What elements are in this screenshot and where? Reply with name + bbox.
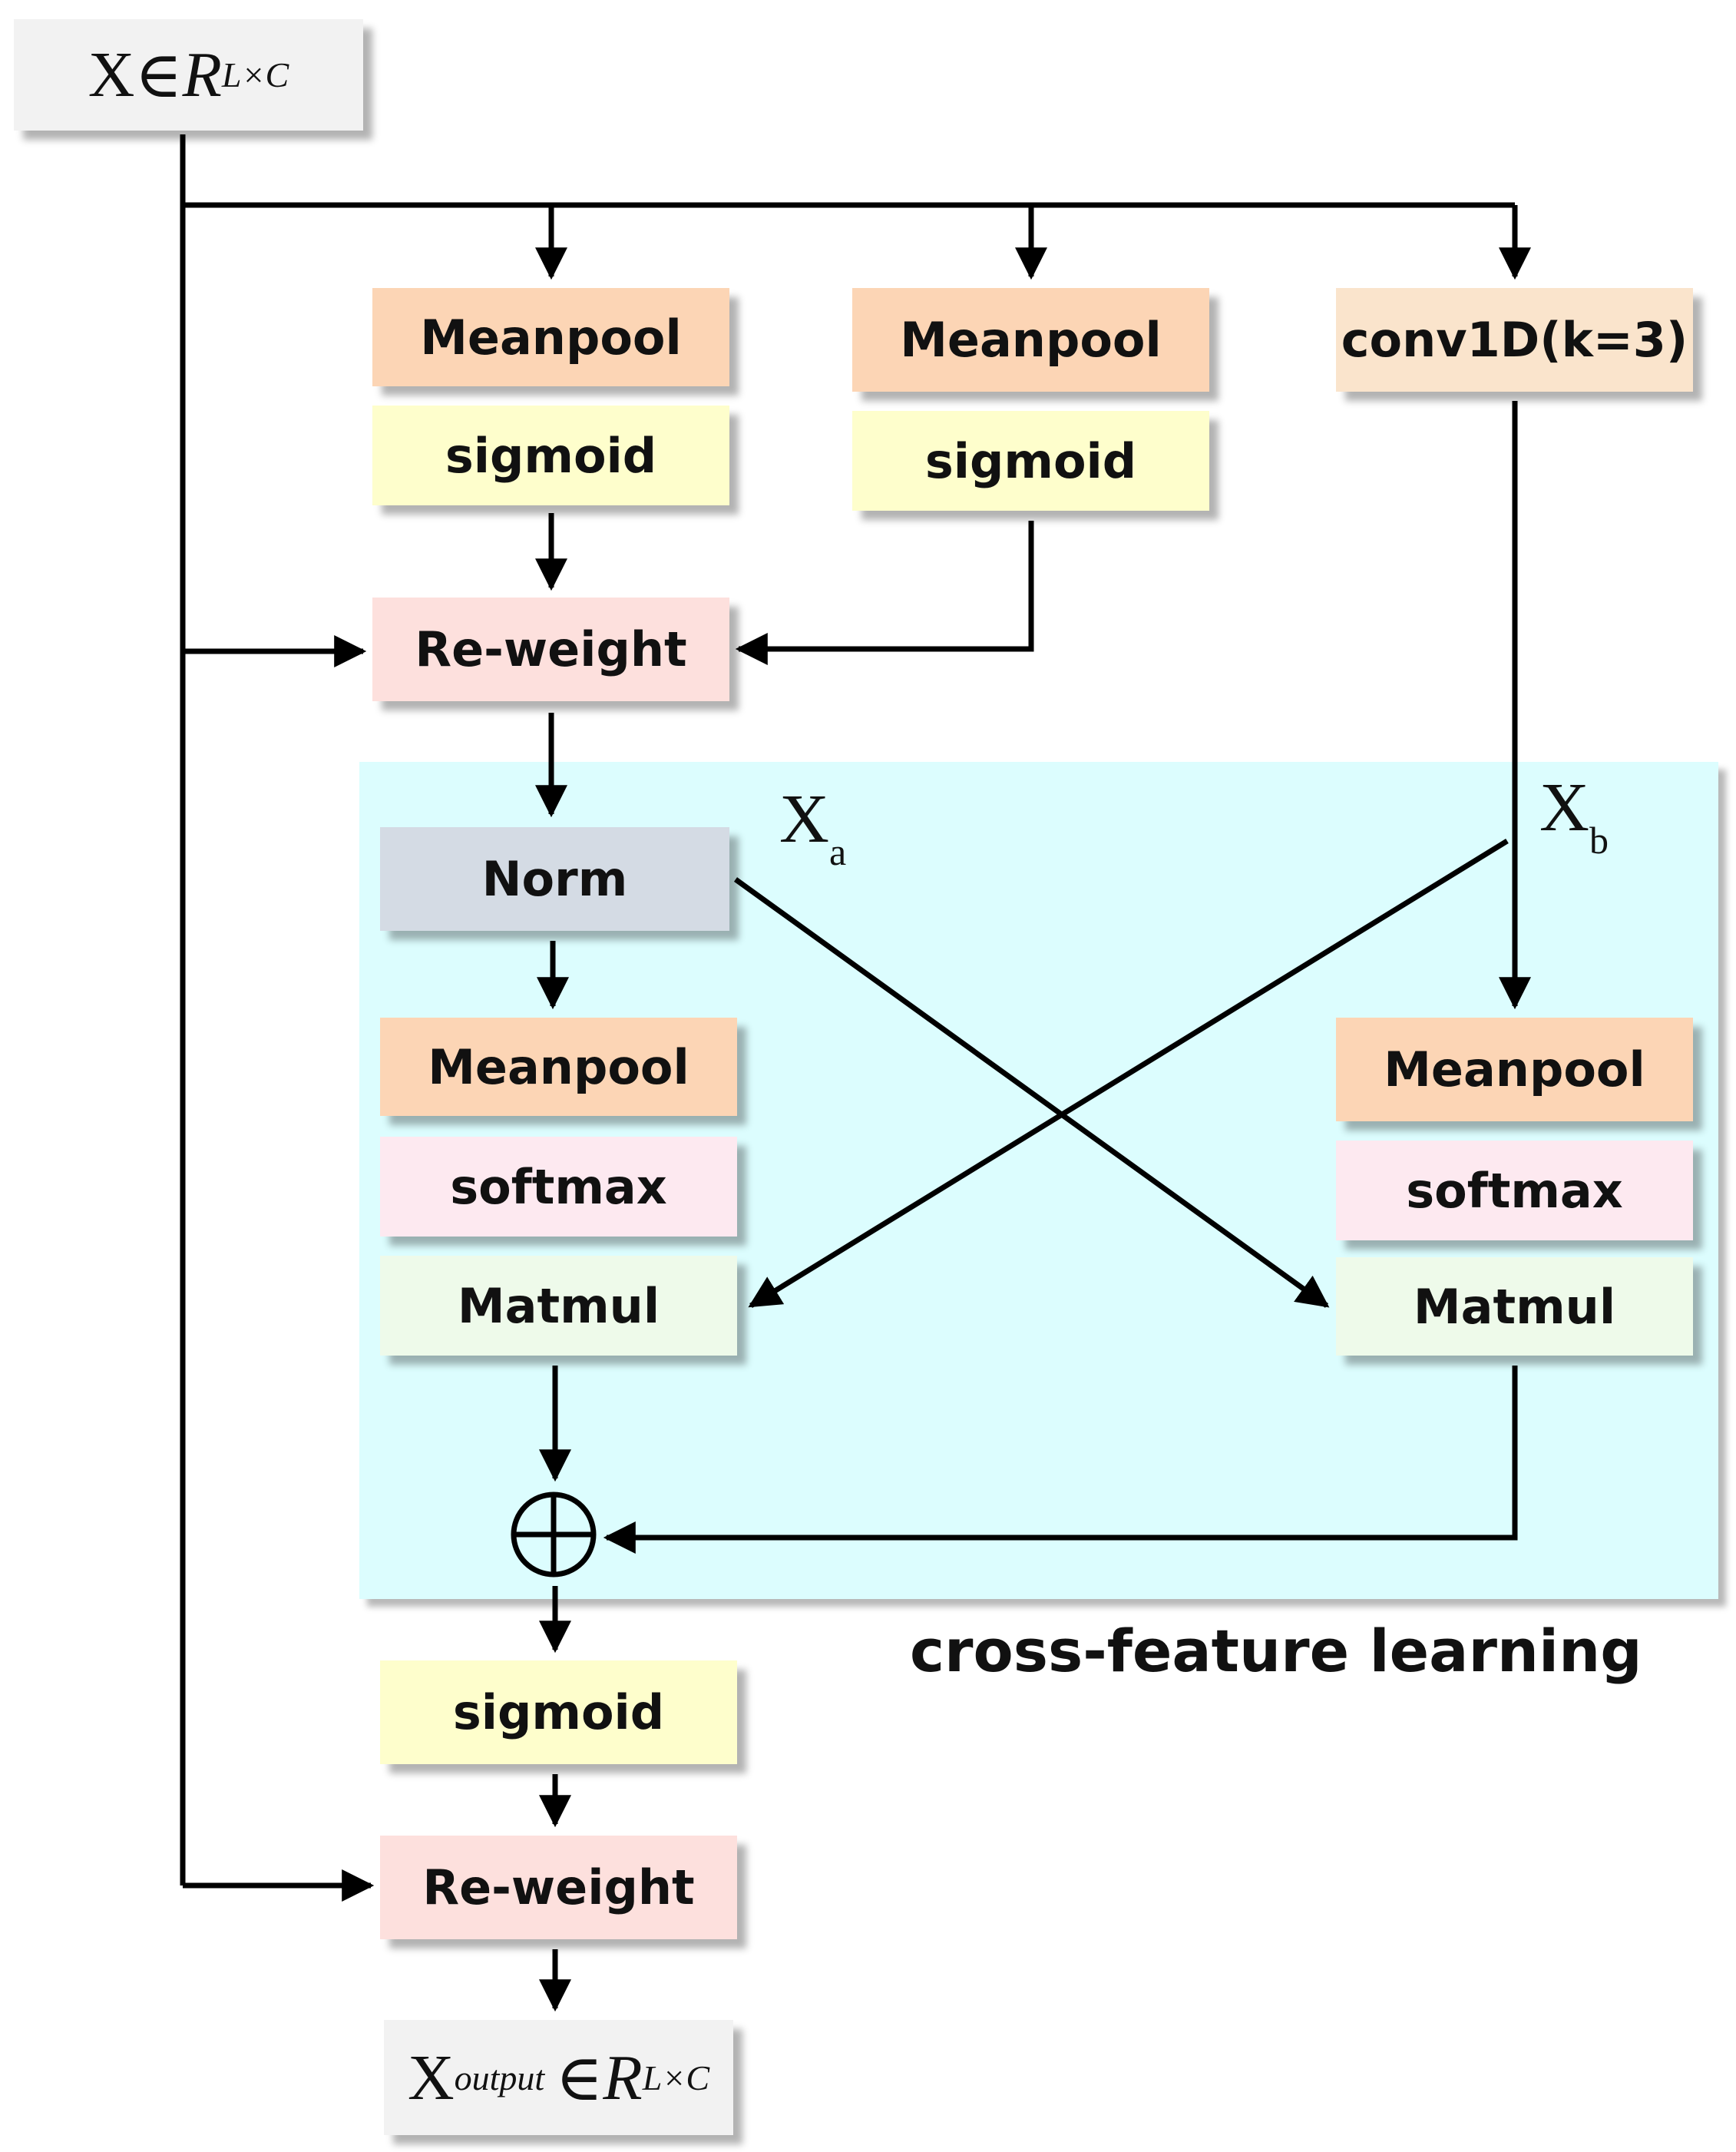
sigmoid-mid: sigmoid bbox=[852, 411, 1209, 511]
output-space: R bbox=[603, 2041, 643, 2114]
xb-label: Xb bbox=[1539, 768, 1609, 862]
output-dims: L×C bbox=[642, 2058, 710, 2097]
elementwise-sum-icon bbox=[511, 1492, 597, 1578]
arrow-xa-to-matmul-right bbox=[733, 877, 1330, 1308]
meanpool-cross-right: Meanpool bbox=[1336, 1018, 1693, 1121]
input-in-symbol: ∈ bbox=[134, 40, 183, 111]
input-space: R bbox=[182, 39, 222, 111]
softmax-cross-left: softmax bbox=[380, 1137, 737, 1237]
sigmoid-left: sigmoid bbox=[372, 406, 729, 505]
conv1d-box: conv1D(k=3) bbox=[1336, 288, 1693, 392]
matmul-cross-right: Matmul bbox=[1336, 1257, 1693, 1356]
output-in-symbol: ∈ bbox=[555, 2042, 603, 2114]
arrow-mid-to-reweight bbox=[735, 521, 1034, 665]
input-dims: L×C bbox=[221, 55, 289, 94]
matmul-cross-left: Matmul bbox=[380, 1256, 737, 1356]
norm-box: Norm bbox=[380, 827, 729, 931]
output-var: X bbox=[407, 2041, 455, 2114]
reweight-bottom: Re-weight bbox=[380, 1836, 737, 1939]
meanpool-left: Meanpool bbox=[372, 288, 729, 386]
sigmoid-final: sigmoid bbox=[380, 1660, 737, 1764]
reweight-top: Re-weight bbox=[372, 598, 729, 701]
cross-feature-caption: cross-feature learning bbox=[910, 1617, 1642, 1685]
meanpool-cross-left: Meanpool bbox=[380, 1018, 737, 1116]
xa-label: Xa bbox=[779, 780, 846, 874]
xa-sub: a bbox=[829, 830, 847, 873]
xa-var: X bbox=[779, 781, 829, 857]
arrow-matmul-right-to-sum bbox=[603, 1366, 1518, 1554]
xb-var: X bbox=[1539, 770, 1589, 846]
arrow-xb-to-matmul-left bbox=[748, 839, 1509, 1308]
input-var: X bbox=[88, 39, 135, 111]
xb-sub: b bbox=[1589, 819, 1609, 862]
meanpool-mid: Meanpool bbox=[852, 288, 1209, 392]
output-sub: output bbox=[454, 2058, 545, 2097]
softmax-cross-right: softmax bbox=[1336, 1141, 1693, 1240]
